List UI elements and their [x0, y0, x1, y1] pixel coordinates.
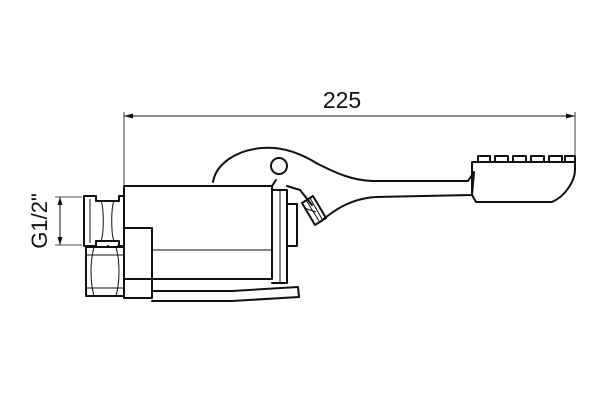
- thread-arrow-bottom: [57, 237, 63, 245]
- pedal-lever: [212, 146, 576, 221]
- pedal-pad: [471, 161, 576, 203]
- thread-dimension: G1/2": [27, 193, 82, 249]
- inlet-fitting: [83, 195, 125, 297]
- length-arrow-left: [124, 113, 133, 119]
- length-dimension: 225: [123, 87, 576, 185]
- screw-threads: [303, 197, 323, 222]
- body-outline: [123, 185, 273, 280]
- lever-pivot: [270, 157, 288, 175]
- thread-arrow-top: [57, 197, 63, 205]
- pedal-grip-ridges: [477, 155, 576, 163]
- valve-body: [123, 185, 300, 302]
- length-dimension-label: 225: [323, 87, 361, 113]
- rear-cap-stem: [286, 203, 298, 247]
- lever-arm: [212, 146, 475, 221]
- hex-union-nut: [85, 246, 125, 297]
- base-plate: [151, 286, 300, 302]
- body-flange: [123, 227, 153, 299]
- hex-nut-flats: [86, 246, 124, 297]
- fitting-neck: [107, 245, 119, 248]
- length-arrow-right: [566, 113, 575, 119]
- coupling-thread-lines: [89, 199, 115, 243]
- lever-link: [271, 179, 313, 206]
- thread-dimension-label: G1/2": [27, 193, 52, 249]
